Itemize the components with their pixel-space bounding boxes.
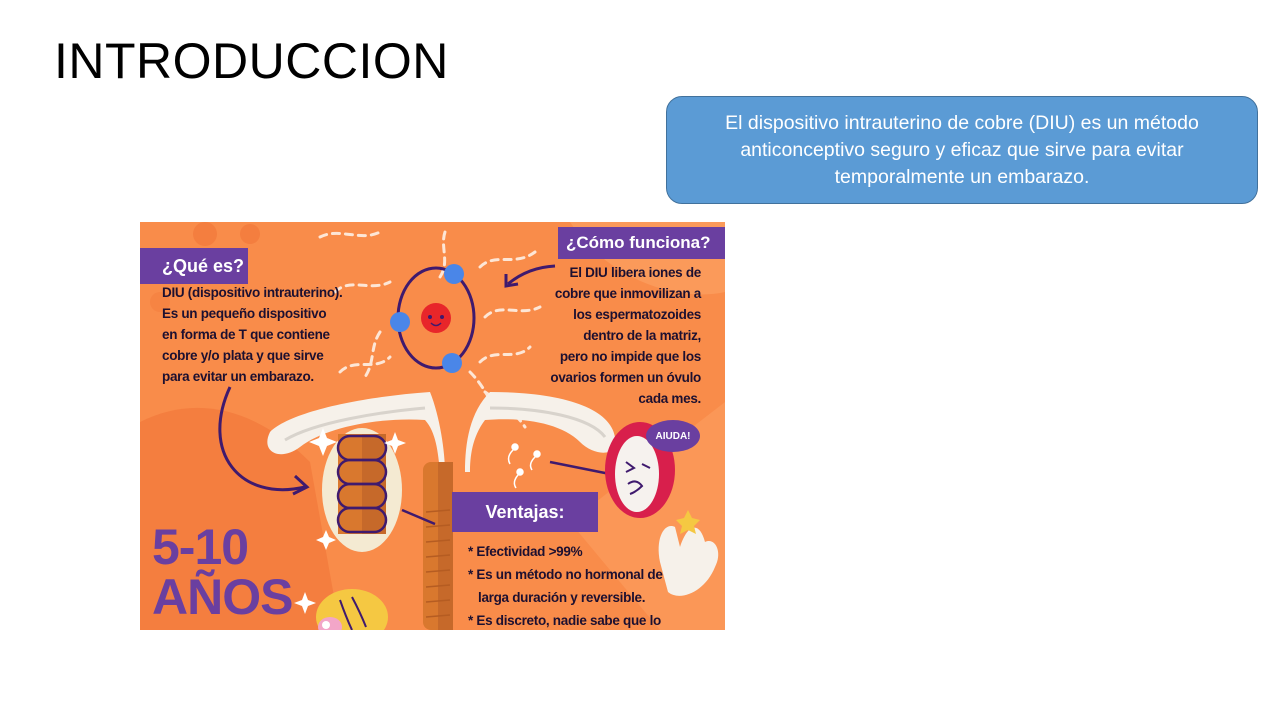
ventajas-heading: Ventajas: xyxy=(452,492,598,532)
aiuda-speech-bubble: AIUDA! xyxy=(646,420,700,452)
list-item: * Es un método no hormonal de xyxy=(468,567,663,582)
como-funciona-heading: ¿Cómo funciona? xyxy=(558,227,725,259)
ventajas-list: * Efectividad >99% * Es un método no hor… xyxy=(468,540,663,630)
diu-infographic-image: ¿Qué es? DIU (dispositivo intrauterino).… xyxy=(140,222,725,630)
text-line: cada mes. xyxy=(638,391,701,406)
list-item: * Es discreto, nadie sabe que lo xyxy=(468,613,661,628)
text-line: ovarios formen un óvulo xyxy=(550,370,701,385)
slide-title: INTRODUCCION xyxy=(54,33,449,89)
que-es-heading: ¿Qué es? xyxy=(140,248,248,284)
text-line: cobre que inmovilizan a xyxy=(554,286,701,301)
infographic-illustration xyxy=(140,222,725,630)
que-es-description: DIU (dispositivo intrauterino). Es un pe… xyxy=(162,282,343,387)
text-line: los espermatozoides xyxy=(573,307,701,322)
como-funciona-description: El DIU libera iones de cobre que inmovil… xyxy=(550,262,701,409)
atom-nucleus xyxy=(421,303,451,333)
text-line: cobre y/o plata y que sirve xyxy=(162,348,324,363)
text-line: para evitar un embarazo. xyxy=(162,369,314,384)
list-item: larga duración y reversible. xyxy=(478,590,646,605)
text-line: en forma de T que contiene xyxy=(162,327,330,342)
duration-label: 5-10 AÑOS xyxy=(152,519,293,625)
text-line: pero no impide que los xyxy=(559,349,701,364)
intro-callout-box: El dispositivo intrauterino de cobre (DI… xyxy=(666,96,1258,204)
list-item: * Efectividad >99% xyxy=(468,544,583,559)
text-line: DIU (dispositivo intrauterino). xyxy=(162,285,343,300)
text-line: dentro de la matriz, xyxy=(583,328,701,343)
callout-text: El dispositivo intrauterino de cobre (DI… xyxy=(725,111,1199,188)
text-line: El DIU libera iones de xyxy=(569,265,702,280)
text-line: Es un pequeño dispositivo xyxy=(162,306,327,321)
